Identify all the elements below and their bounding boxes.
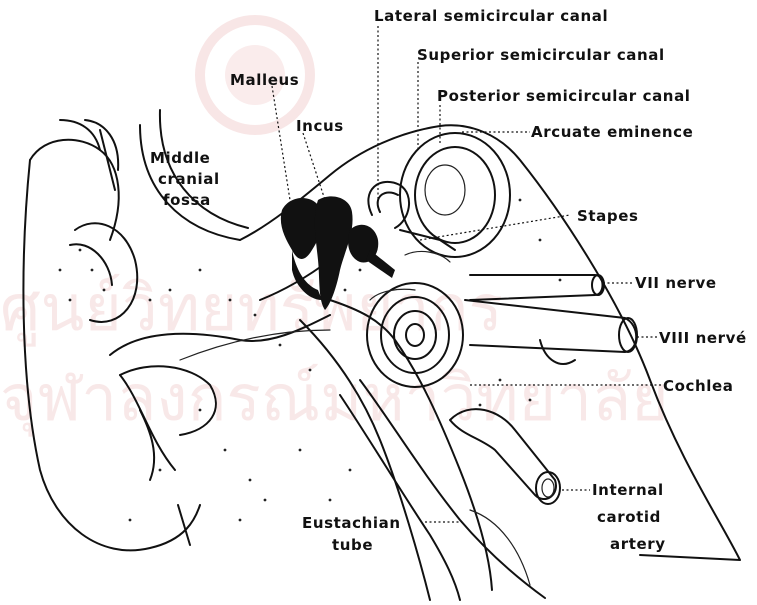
svg-text:ศูนย์วิทยทรัพยากร: ศูนย์วิทยทรัพยากร	[0, 272, 503, 347]
label-eustachian-2: tube	[332, 536, 373, 554]
label-incus: Incus	[296, 117, 344, 135]
label-posterior-semicircular-canal: Posterior semicircular canal	[437, 87, 691, 105]
label-cochlea: Cochlea	[663, 377, 734, 395]
label-viii-nerve: VIII nervé	[659, 329, 747, 347]
label-malleus: Malleus	[230, 71, 299, 89]
svg-text:จุฬาลงกรณ์มหาวิทยาลัย: จุฬาลงกรณ์มหาวิทยาลัย	[0, 362, 669, 437]
label-internal-carotid-1: Internal	[592, 481, 664, 499]
label-middle-cranial-fossa-3: fossa	[163, 191, 211, 209]
label-arcuate-eminence: Arcuate eminence	[531, 123, 693, 141]
label-internal-carotid-3: artery	[610, 535, 666, 553]
temporal-bone-outline	[140, 110, 740, 600]
label-stapes: Stapes	[577, 207, 639, 225]
label-middle-cranial-fossa-1: Middle	[150, 149, 210, 167]
label-eustachian-1: Eustachian	[302, 514, 401, 532]
label-internal-carotid-2: carotid	[597, 508, 661, 526]
semicircular-canals	[368, 133, 510, 262]
label-superior-semicircular-canal: Superior semicircular canal	[417, 46, 665, 64]
label-vii-nerve: VII nerve	[635, 274, 717, 292]
label-middle-cranial-fossa-2: cranial	[158, 170, 220, 188]
label-lateral-semicircular-canal: Lateral semicircular canal	[374, 7, 608, 25]
